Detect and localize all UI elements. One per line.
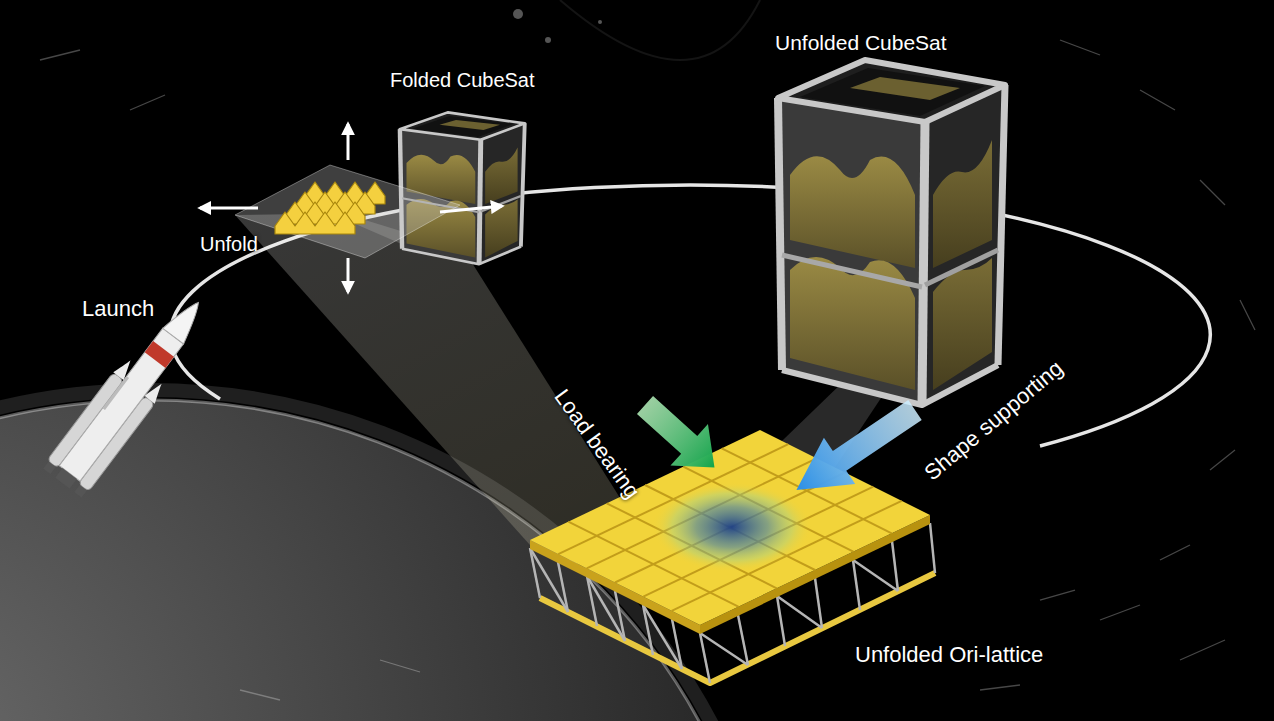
unfolded-cubesat — [778, 60, 1005, 405]
stars — [513, 9, 602, 43]
arrow-label: Load bearing — [548, 384, 645, 503]
stage-label: Launch — [82, 296, 154, 322]
lattice-label: Unfolded Ori-lattice — [855, 642, 1043, 668]
unfold-arrows — [200, 124, 502, 292]
load-arrow — [626, 384, 733, 488]
cubesat-label: Folded CubeSat — [390, 68, 535, 92]
stage-label: Unfold — [200, 232, 258, 256]
cubesat-label: Unfolded CubeSat — [775, 30, 947, 55]
folded-ori-lattice — [275, 182, 385, 234]
arrow-label: Shape supporting — [920, 355, 1069, 486]
unfold-plane — [235, 165, 460, 258]
support-arrow — [781, 387, 931, 513]
unfolded-ori-lattice — [530, 430, 930, 634]
moon-limb — [560, 0, 760, 60]
motion-streaks — [40, 40, 1255, 700]
rocket — [42, 287, 220, 499]
folded-cubesat — [400, 112, 525, 264]
